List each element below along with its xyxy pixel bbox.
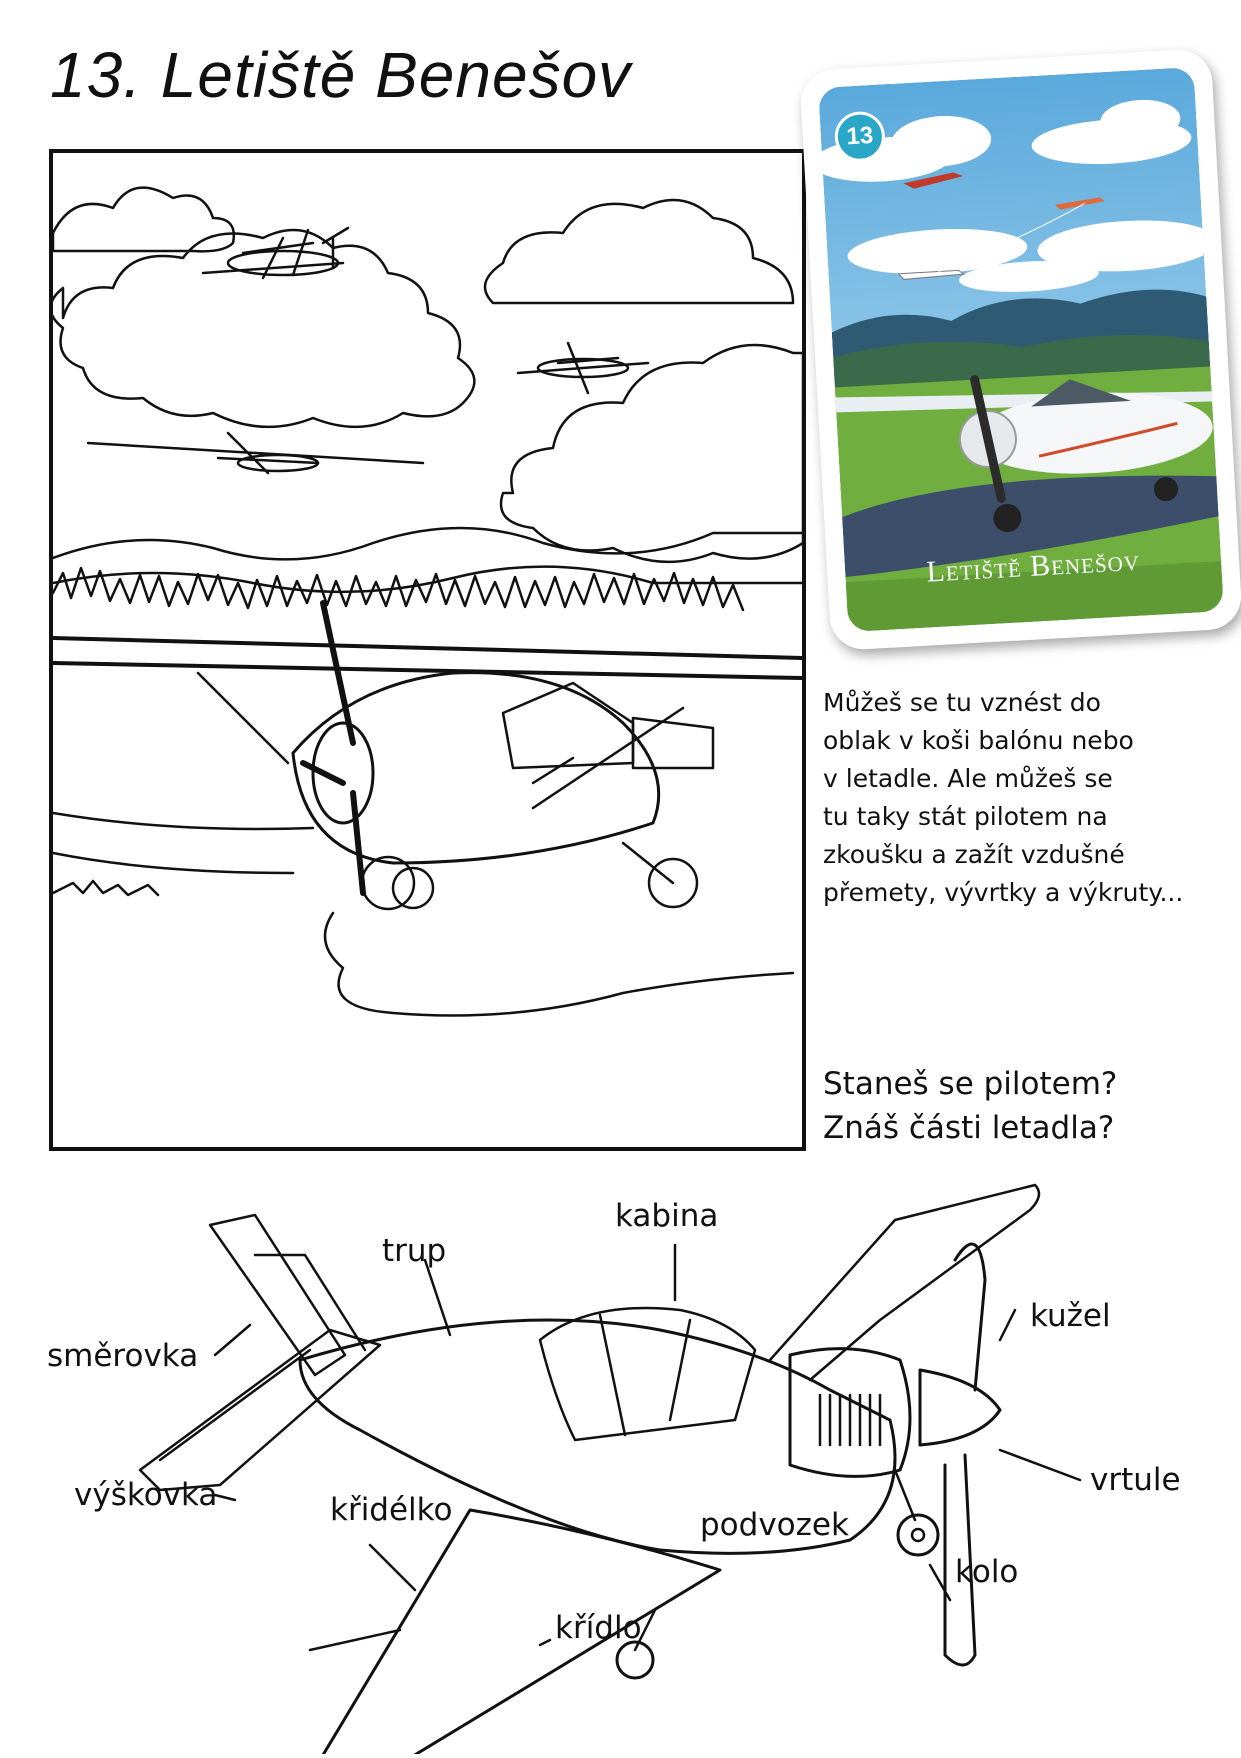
plane-biplane xyxy=(201,226,350,280)
grass xyxy=(53,811,315,897)
label-vyskovka: výškovka xyxy=(74,1477,218,1513)
page-title: 13. Letiště Benešov xyxy=(50,39,632,111)
coloring-picture xyxy=(49,149,806,1151)
airplane-diagram: kabina trup kužel směrovka vrtule výškov… xyxy=(0,1170,1241,1758)
airplane-diagram-icon xyxy=(138,1183,1082,1758)
label-vrtule: vrtule xyxy=(1090,1462,1181,1498)
label-kridlo: křídlo xyxy=(555,1610,642,1646)
cloud xyxy=(53,186,236,253)
grass xyxy=(323,911,795,1017)
cloud xyxy=(53,228,476,429)
description-line: tu taky stát pilotem na xyxy=(823,802,1108,831)
card-photo-icon xyxy=(818,66,1224,633)
description-line: přemety, vývrtky a výkruty... xyxy=(823,878,1184,907)
label-kuzel: kužel xyxy=(1030,1298,1111,1334)
label-trup: trup xyxy=(382,1233,447,1269)
cloud xyxy=(483,198,795,305)
description: Můžeš se tu vznést do oblak v koši balón… xyxy=(823,684,1223,912)
card-photo: 13 Letiště Benešov xyxy=(818,66,1224,633)
question-line: Staneš se pilotem? xyxy=(823,1066,1118,1102)
location-card: 13 Letiště Benešov xyxy=(799,47,1241,652)
label-kridelko: křidélko xyxy=(330,1492,453,1528)
plane-cessna xyxy=(53,600,802,911)
description-line: zkoušku a zažít vzdušné xyxy=(823,840,1125,869)
coloring-scene-icon xyxy=(53,186,802,1017)
cloud xyxy=(499,343,802,564)
description-line: Můžeš se tu vznést do xyxy=(823,688,1101,717)
hills xyxy=(53,526,802,561)
question-line: Znáš části letadla? xyxy=(823,1110,1115,1146)
label-kabina: kabina xyxy=(615,1198,719,1234)
treeline xyxy=(53,566,745,612)
hills xyxy=(53,565,802,594)
plane-glider xyxy=(86,431,425,475)
label-kolo: kolo xyxy=(955,1554,1019,1590)
plane-small xyxy=(516,341,650,395)
label-podvozek: podvozek xyxy=(700,1507,849,1543)
description-line: v letadle. Ale můžeš se xyxy=(823,764,1113,793)
description-line: oblak v koši balónu nebo xyxy=(823,726,1134,755)
question: Staneš se pilotem? Znáš části letadla? xyxy=(823,1062,1223,1150)
label-smerovka: směrovka xyxy=(47,1338,199,1374)
